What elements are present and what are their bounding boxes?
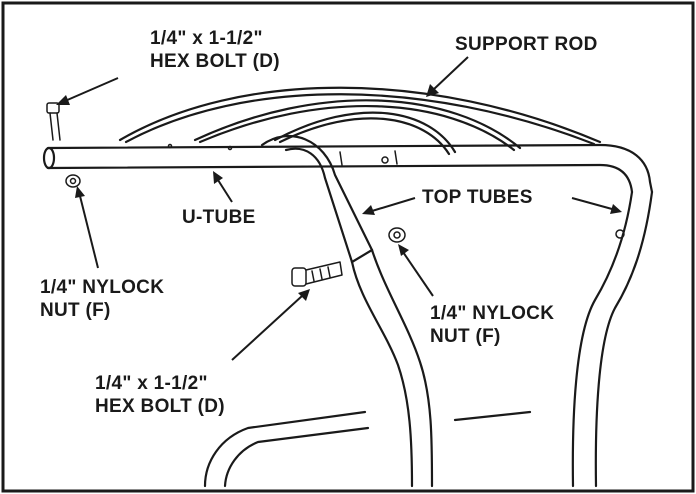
top-tubes [260, 135, 654, 488]
support-rods [118, 86, 602, 156]
label-nylock-nut-right-line1: 1/4" NYLOCK [430, 303, 555, 324]
label-nylock-nut-left-line2: NUT (F) [40, 300, 111, 321]
label-support-rod: SUPPORT ROD [455, 34, 598, 55]
nylock-nut-right [388, 227, 406, 243]
hex-bolt-bottom [291, 261, 343, 287]
label-hex-bolt-bottom: 1/4" x 1-1/2" HEX BOLT (D) [95, 372, 225, 418]
label-top-tubes: TOP TUBES [422, 187, 533, 208]
label-hex-bolt-top-line2: HEX BOLT (D) [150, 51, 280, 72]
label-hex-bolt-bottom-line2: HEX BOLT (D) [95, 396, 225, 417]
label-u-tube: U-TUBE [182, 207, 256, 228]
label-nylock-nut-left-line1: 1/4" NYLOCK [40, 277, 165, 298]
u-tube [42, 143, 654, 194]
hex-bolt-top [46, 102, 61, 141]
label-hex-bolt-bottom-line1: 1/4" x 1-1/2" [95, 373, 208, 394]
leader-arrows [56, 56, 622, 361]
seat-back [203, 410, 532, 488]
label-hex-bolt-top-line1: 1/4" x 1-1/2" [150, 28, 263, 49]
label-nylock-nut-left: 1/4" NYLOCK NUT (F) [40, 276, 164, 322]
nylock-nut-left [65, 174, 81, 188]
label-hex-bolt-top: 1/4" x 1-1/2" HEX BOLT (D) [150, 27, 280, 73]
label-nylock-nut-right: 1/4" NYLOCK NUT (F) [430, 302, 554, 348]
label-nylock-nut-right-line2: NUT (F) [430, 326, 501, 347]
